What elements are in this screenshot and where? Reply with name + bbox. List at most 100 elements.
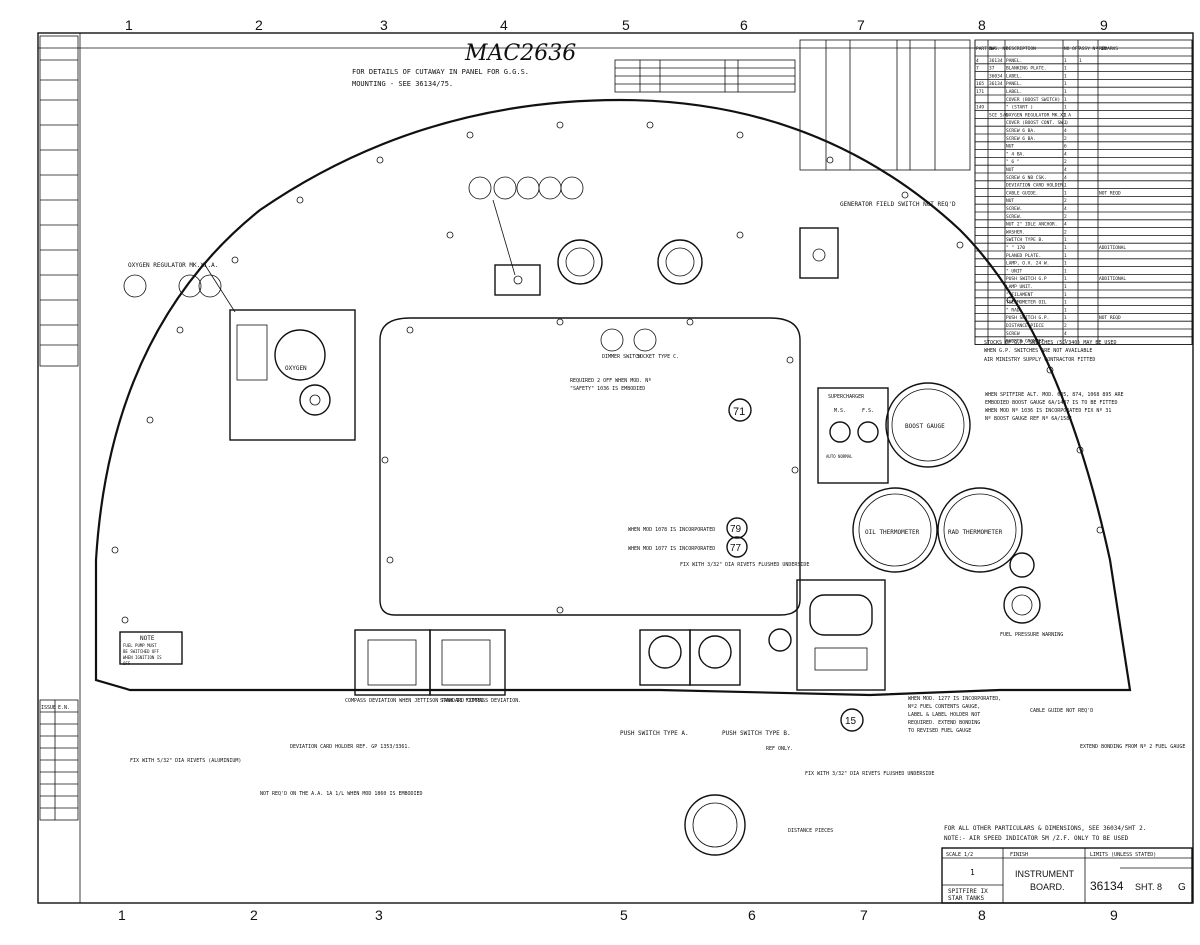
parts-cell: 2: [1064, 198, 1067, 204]
parts-cell: 4: [1064, 206, 1067, 212]
parts-cell: 1: [1064, 183, 1067, 189]
zone-number: 2: [250, 907, 258, 923]
generator-switch-outline: [799, 227, 839, 279]
parts-cell: " " 170: [1006, 245, 1025, 251]
handwritten-reference: MAC2636: [464, 41, 576, 66]
rivet-hole: [556, 318, 564, 326]
parts-cell: 1: [1064, 112, 1067, 118]
supercharger-label: SUPERCHARGER: [828, 394, 865, 400]
airspeed-indicator-mount: [684, 794, 746, 856]
bubble-77: 77: [730, 543, 742, 554]
parts-cell: 1: [1064, 120, 1067, 126]
zone-number: 3: [380, 17, 388, 33]
parts-footnote1: STOCKS OF G.P. SWITCHES (5C/340) MAY BE …: [984, 340, 1116, 346]
rivet-hole: [176, 326, 184, 334]
parts-cell: 149: [976, 105, 984, 111]
parts-cell: DEVIATION CARD HOLDER.: [1006, 183, 1066, 189]
zone-number: 2: [255, 17, 263, 33]
rivet-hole: [646, 121, 654, 129]
auto-normal-label: AUTO NORMAL: [826, 454, 853, 459]
zone-number: 1: [118, 907, 126, 923]
zone-numbers-bottom: 1 2 3 5 6 7 8 9: [118, 907, 1118, 923]
boost-gauge-label: BOOST GAUGE: [905, 423, 945, 430]
parts-cell: 1: [1064, 307, 1067, 313]
note-title: NOTE: [140, 635, 155, 642]
rivet-hole: [406, 326, 414, 334]
parts-cell: ADDITIONAL: [1099, 276, 1126, 282]
mod-1077-note: WHEN MOD 1077 IS INCORPORATED: [628, 546, 715, 552]
zone-numbers-top: 1 2 3 4 5 6 7 8 9: [125, 17, 1108, 33]
parts-cell: SWITCH TYPE B.: [1006, 237, 1044, 243]
parts-cell: 1: [1064, 81, 1067, 87]
zone-number: 7: [860, 907, 868, 923]
parts-cell: " 4 BA.: [1006, 151, 1025, 157]
parts-cell: BLANKING PLATE.: [1006, 66, 1047, 72]
parts-cell: 4: [1064, 151, 1067, 157]
fuel-pressure-label: FUEL PRESSURE WARNING: [1000, 632, 1063, 638]
parts-header: REMARKS: [1099, 46, 1118, 52]
parts-cell: ADDITIONAL: [1099, 245, 1126, 251]
generator-note: GENERATOR FIELD SWITCH NOT REQ'D: [840, 201, 956, 208]
parts-cell: 7: [976, 66, 979, 72]
parts-cell: LABEL.: [1006, 73, 1022, 79]
rivet-hole: [446, 231, 454, 239]
socket-ref: [633, 328, 657, 352]
oxygen-valve-knob: [299, 384, 331, 416]
rivet-hole: [1006, 296, 1014, 304]
issue-table: ISSUE E.N.: [39, 699, 79, 821]
zone-number: 9: [1110, 907, 1118, 923]
top-note-line2: MOUNTING - SEE 36134/75.: [352, 80, 453, 88]
rivet-hole: [111, 546, 119, 554]
zone-number: 1: [125, 17, 133, 33]
parts-cell: 1: [1064, 315, 1067, 321]
scale-label: SCALE 1/2: [946, 852, 973, 858]
rivet-hole: [466, 131, 474, 139]
fuel-note-line: Nº2 FUEL CONTENTS GAUGE,: [908, 704, 980, 710]
boost-gauge: [885, 382, 971, 468]
rivet-hole: [736, 231, 744, 239]
deviation-holder-note: DEVIATION CARD HOLDER REF. GP 1353/3361.: [290, 744, 410, 750]
fuel-note-line: WHEN MOD. 1277 IS INCORPORATED,: [908, 696, 1001, 702]
rivet-hole: [791, 466, 799, 474]
rivet-hole: [901, 191, 909, 199]
parts-cell: 2: [1064, 136, 1067, 142]
title-line2: BOARD.: [1030, 882, 1065, 892]
fuel-note-line: TO REVISED FUEL GAUGE: [908, 728, 971, 734]
parts-cell: 1: [1064, 237, 1067, 243]
parts-cell: NUT: [1006, 144, 1014, 150]
parts-header: PART Nº: [976, 46, 995, 52]
parts-cell: 1: [1079, 58, 1082, 64]
fs-label: F.S.: [862, 408, 874, 414]
quantity-value: 1: [970, 868, 975, 877]
fuel-contents-note: WHEN MOD. 1277 IS INCORPORATED, Nº2 FUEL…: [908, 696, 1001, 734]
parts-cell: 36034: [989, 73, 1003, 79]
mid-parts-table: [799, 39, 971, 171]
compass-deviation-label: COMPASS DEVIATION WHEN JETTISON TANK IS …: [345, 698, 483, 704]
parts-cell: " UNIT: [1006, 268, 1023, 274]
parts-cell: NUT: [1006, 167, 1014, 173]
fuel-pressure-lamp: [1003, 586, 1041, 624]
supercharger-switch: [829, 421, 851, 443]
note-line: OFF: [123, 661, 131, 666]
top-note-line1: FOR DETAILS OF CUTAWAY IN PANEL FOR G.G.…: [352, 68, 529, 76]
flushed-underside-bottom: FIX WITH 3/32" DIA RIVETS FLUSHED UNDERS…: [805, 771, 934, 777]
spitfire-note1: WHEN SPITFIRE ALT. MOD. 635, 874, 1068 8…: [985, 392, 1123, 398]
center-cutout: [379, 317, 801, 616]
rivet-hole: [146, 416, 154, 424]
cable-guide-note: CABLE GUIDE NOT REQ'D: [1030, 708, 1093, 714]
parts-cell: 165: [976, 81, 984, 87]
oxygen-regulator-label: OXYGEN REGULATOR MK.XI.A.: [128, 262, 218, 269]
parts-cell: 1: [1064, 89, 1067, 95]
parts-cell: PANEL.: [1006, 81, 1022, 87]
socket-mount: [657, 239, 703, 285]
parts-cell: SCREW 6 NB CSK.: [1006, 175, 1047, 181]
bubble-79: 79: [730, 524, 742, 535]
oil-thermometer: [852, 487, 938, 573]
parts-cell: 4: [1064, 167, 1067, 173]
parts-cell: 1: [1064, 276, 1067, 282]
parts-cell: NUT 2" IDLE ANCHOR.: [1006, 222, 1057, 228]
rivet-hole: [1076, 446, 1084, 454]
parts-cell: 1: [1064, 245, 1067, 251]
supercharger-panel: SUPERCHARGER M.S. F.S. AUTO NORMAL: [817, 387, 889, 484]
parts-cell: THERMOMETER OIL: [1006, 300, 1047, 306]
